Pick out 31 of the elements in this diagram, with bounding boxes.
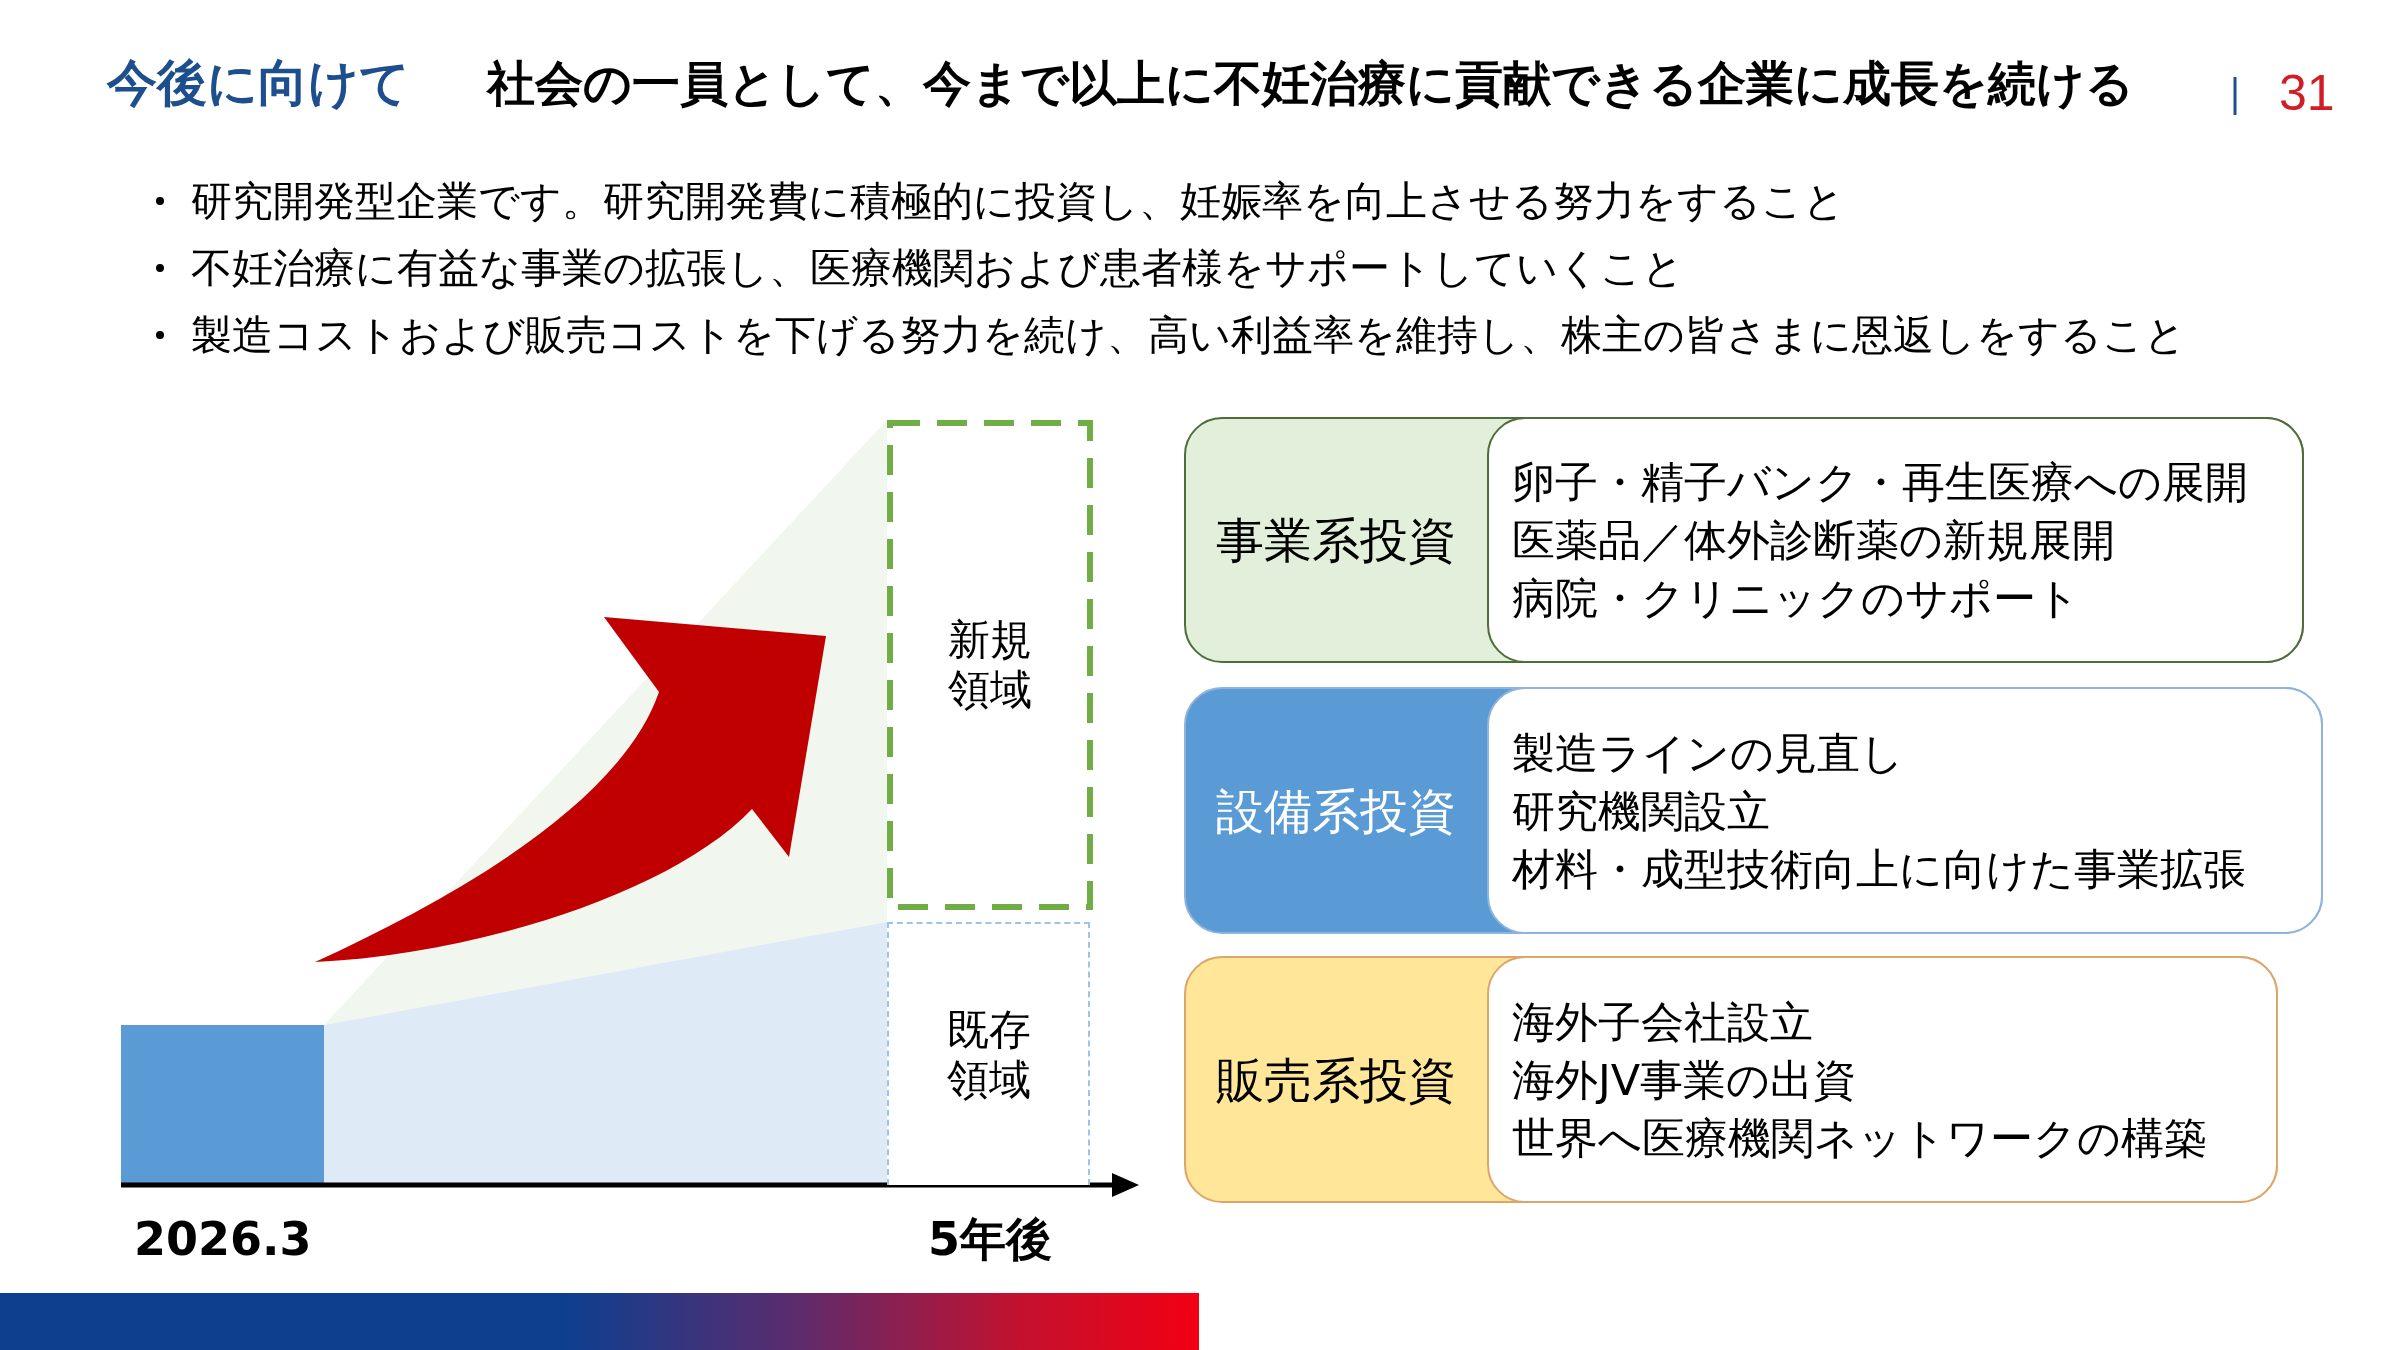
category-box xyxy=(1184,687,2323,934)
page-number: 31 xyxy=(2279,64,2335,122)
item-panel xyxy=(1487,687,2323,934)
list-item: 医薬品／体外診断薬の新規展開 xyxy=(1512,514,2115,567)
item-panel xyxy=(1487,417,2304,663)
category-box xyxy=(1184,956,2278,1203)
bullet-text: 製造コストおよび販売コストを下げる努力を続け、高い利益率を維持し、株主の皆さまに恩返しをすること xyxy=(191,310,2186,361)
list-item: 材料・成型技術向上に向けた事業拡張 xyxy=(1512,842,2246,896)
list-item: 海外JV事業の出資 xyxy=(1512,1053,1857,1107)
heading-text: 社会の一員として、今まで以上に不妊治療に貢献できる企業に成長を続ける xyxy=(487,54,2134,112)
category-box xyxy=(1184,417,2304,663)
list-item: 世界へ医療機関ネットワークの構築 xyxy=(1512,1111,2207,1165)
gradient-band xyxy=(0,1293,1199,1350)
axis-label: 5年後 xyxy=(928,1212,1052,1266)
bullet-text: 研究開発型企業です。研究開発費に積極的に投資し、妊娠率を向上させる努力をすること xyxy=(191,176,1845,227)
dashed-box xyxy=(887,922,1090,1185)
list-item: 海外子会社設立 xyxy=(1512,995,1813,1049)
list-item: 製造ラインの見直し xyxy=(1512,726,1904,780)
item-panel xyxy=(1487,956,2278,1203)
list-item: 病院・クリニックのサポート xyxy=(1512,572,2080,625)
title-text: 今後に向けて xyxy=(107,53,410,113)
list-item: 研究機関設立 xyxy=(1512,784,1770,838)
area-label: 既存領域 xyxy=(945,1004,1032,1105)
category-label: 販売系投資 xyxy=(1215,1050,1456,1109)
axis-label: 2026.3 xyxy=(134,1212,312,1266)
bullet-text: 不妊治療に有益な事業の拡張し、医療機関および患者様をサポートしていくこと xyxy=(191,243,1684,294)
area-label: 新規領域 xyxy=(947,615,1033,715)
category-label: 事業系投資 xyxy=(1215,511,1456,569)
category-label: 設備系投資 xyxy=(1215,781,1456,840)
list-item: 卵子・精子バンク・再生医療への展開 xyxy=(1512,456,2248,509)
dashed-box xyxy=(887,420,1093,910)
